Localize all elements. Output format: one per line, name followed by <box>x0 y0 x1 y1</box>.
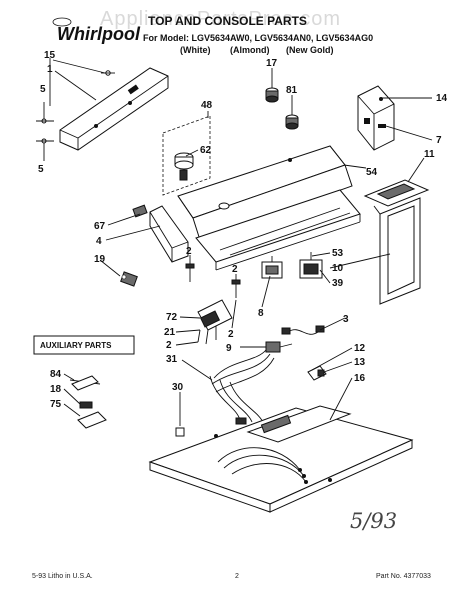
color-new-gold: (New Gold) <box>286 45 334 55</box>
callout-8: 8 <box>258 308 264 319</box>
knob-81 <box>285 114 299 130</box>
callout-39: 39 <box>332 278 344 289</box>
end-cap-right <box>357 85 395 151</box>
callout-2-b: 2 <box>232 264 238 275</box>
connector-9 <box>265 341 293 353</box>
callout-21: 21 <box>164 327 176 338</box>
handwritten-date-note: 5/93 <box>350 509 397 533</box>
end-cap-left <box>132 204 189 263</box>
callout-9: 9 <box>226 343 232 354</box>
callout-10: 10 <box>332 263 344 274</box>
callout-7: 7 <box>436 135 442 146</box>
lint-screen-housing <box>363 179 430 305</box>
callout-17: 17 <box>266 58 278 69</box>
callout-53: 53 <box>332 248 344 259</box>
brand-logo: Whirlpool <box>52 17 141 44</box>
callout-12: 12 <box>354 343 366 354</box>
footer-part-number: Part No. 4377033 <box>376 573 431 580</box>
callout-3: 3 <box>343 314 349 325</box>
callout-5-top: 5 <box>40 84 46 95</box>
watermark: AppliancePartsPros.com <box>100 8 341 30</box>
callout-48: 48 <box>201 100 213 111</box>
timer <box>197 299 233 345</box>
callout-2-d: 2 <box>228 329 234 340</box>
callout-84: 84 <box>50 369 62 380</box>
parts-12-13 <box>307 365 327 381</box>
clip-30 <box>175 427 185 437</box>
grommet-detail <box>162 115 211 196</box>
color-white: (White) <box>180 45 211 55</box>
wire-harness <box>209 349 275 429</box>
rear-bracket <box>36 67 169 151</box>
diagram-title: TOP AND CONSOLE PARTS <box>148 14 307 28</box>
footer-print-info: 5-93 Litho in U.S.A. <box>32 573 93 580</box>
callout-19: 19 <box>94 254 106 265</box>
auxiliary-parts-title: AUXILIARY PARTS <box>40 341 112 350</box>
switch-8 <box>261 256 283 279</box>
callout-30: 30 <box>172 382 184 393</box>
callout-labels: 15 1 5 5 48 62 17 81 14 7 11 54 67 4 19 … <box>38 50 448 410</box>
callout-81: 81 <box>286 85 298 96</box>
callout-2-a: 2 <box>186 246 192 257</box>
connector-19 <box>120 271 138 287</box>
top-panel <box>148 405 414 513</box>
callout-54: 54 <box>366 167 378 178</box>
callout-5-bottom: 5 <box>38 164 44 175</box>
callout-4: 4 <box>96 236 102 247</box>
callout-14: 14 <box>436 93 448 104</box>
callout-31: 31 <box>166 354 178 365</box>
model-list: For Model: LGV5634AW0, LGV5634AN0, LGV56… <box>143 33 373 43</box>
callout-72: 72 <box>166 312 178 323</box>
callout-75: 75 <box>50 399 62 410</box>
knob-17 <box>265 87 279 103</box>
callout-1: 1 <box>47 64 53 75</box>
leader-lines <box>43 58 433 426</box>
footer-page-number: 2 <box>235 573 239 580</box>
control-console <box>177 145 361 271</box>
callout-18: 18 <box>50 384 62 395</box>
callout-11: 11 <box>424 149 435 160</box>
switch-39 <box>299 252 323 279</box>
callout-16: 16 <box>354 373 366 384</box>
callout-2-c: 2 <box>166 340 172 351</box>
brand-name: Whirlpool <box>57 24 141 44</box>
callout-15: 15 <box>44 50 56 61</box>
callout-67: 67 <box>94 221 106 232</box>
callout-62: 62 <box>200 145 212 156</box>
wire-3 <box>281 325 325 335</box>
screws <box>185 263 241 298</box>
callout-13: 13 <box>354 357 366 368</box>
auxiliary-parts-box: AUXILIARY PARTS <box>33 335 135 429</box>
color-almond: (Almond) <box>230 45 270 55</box>
